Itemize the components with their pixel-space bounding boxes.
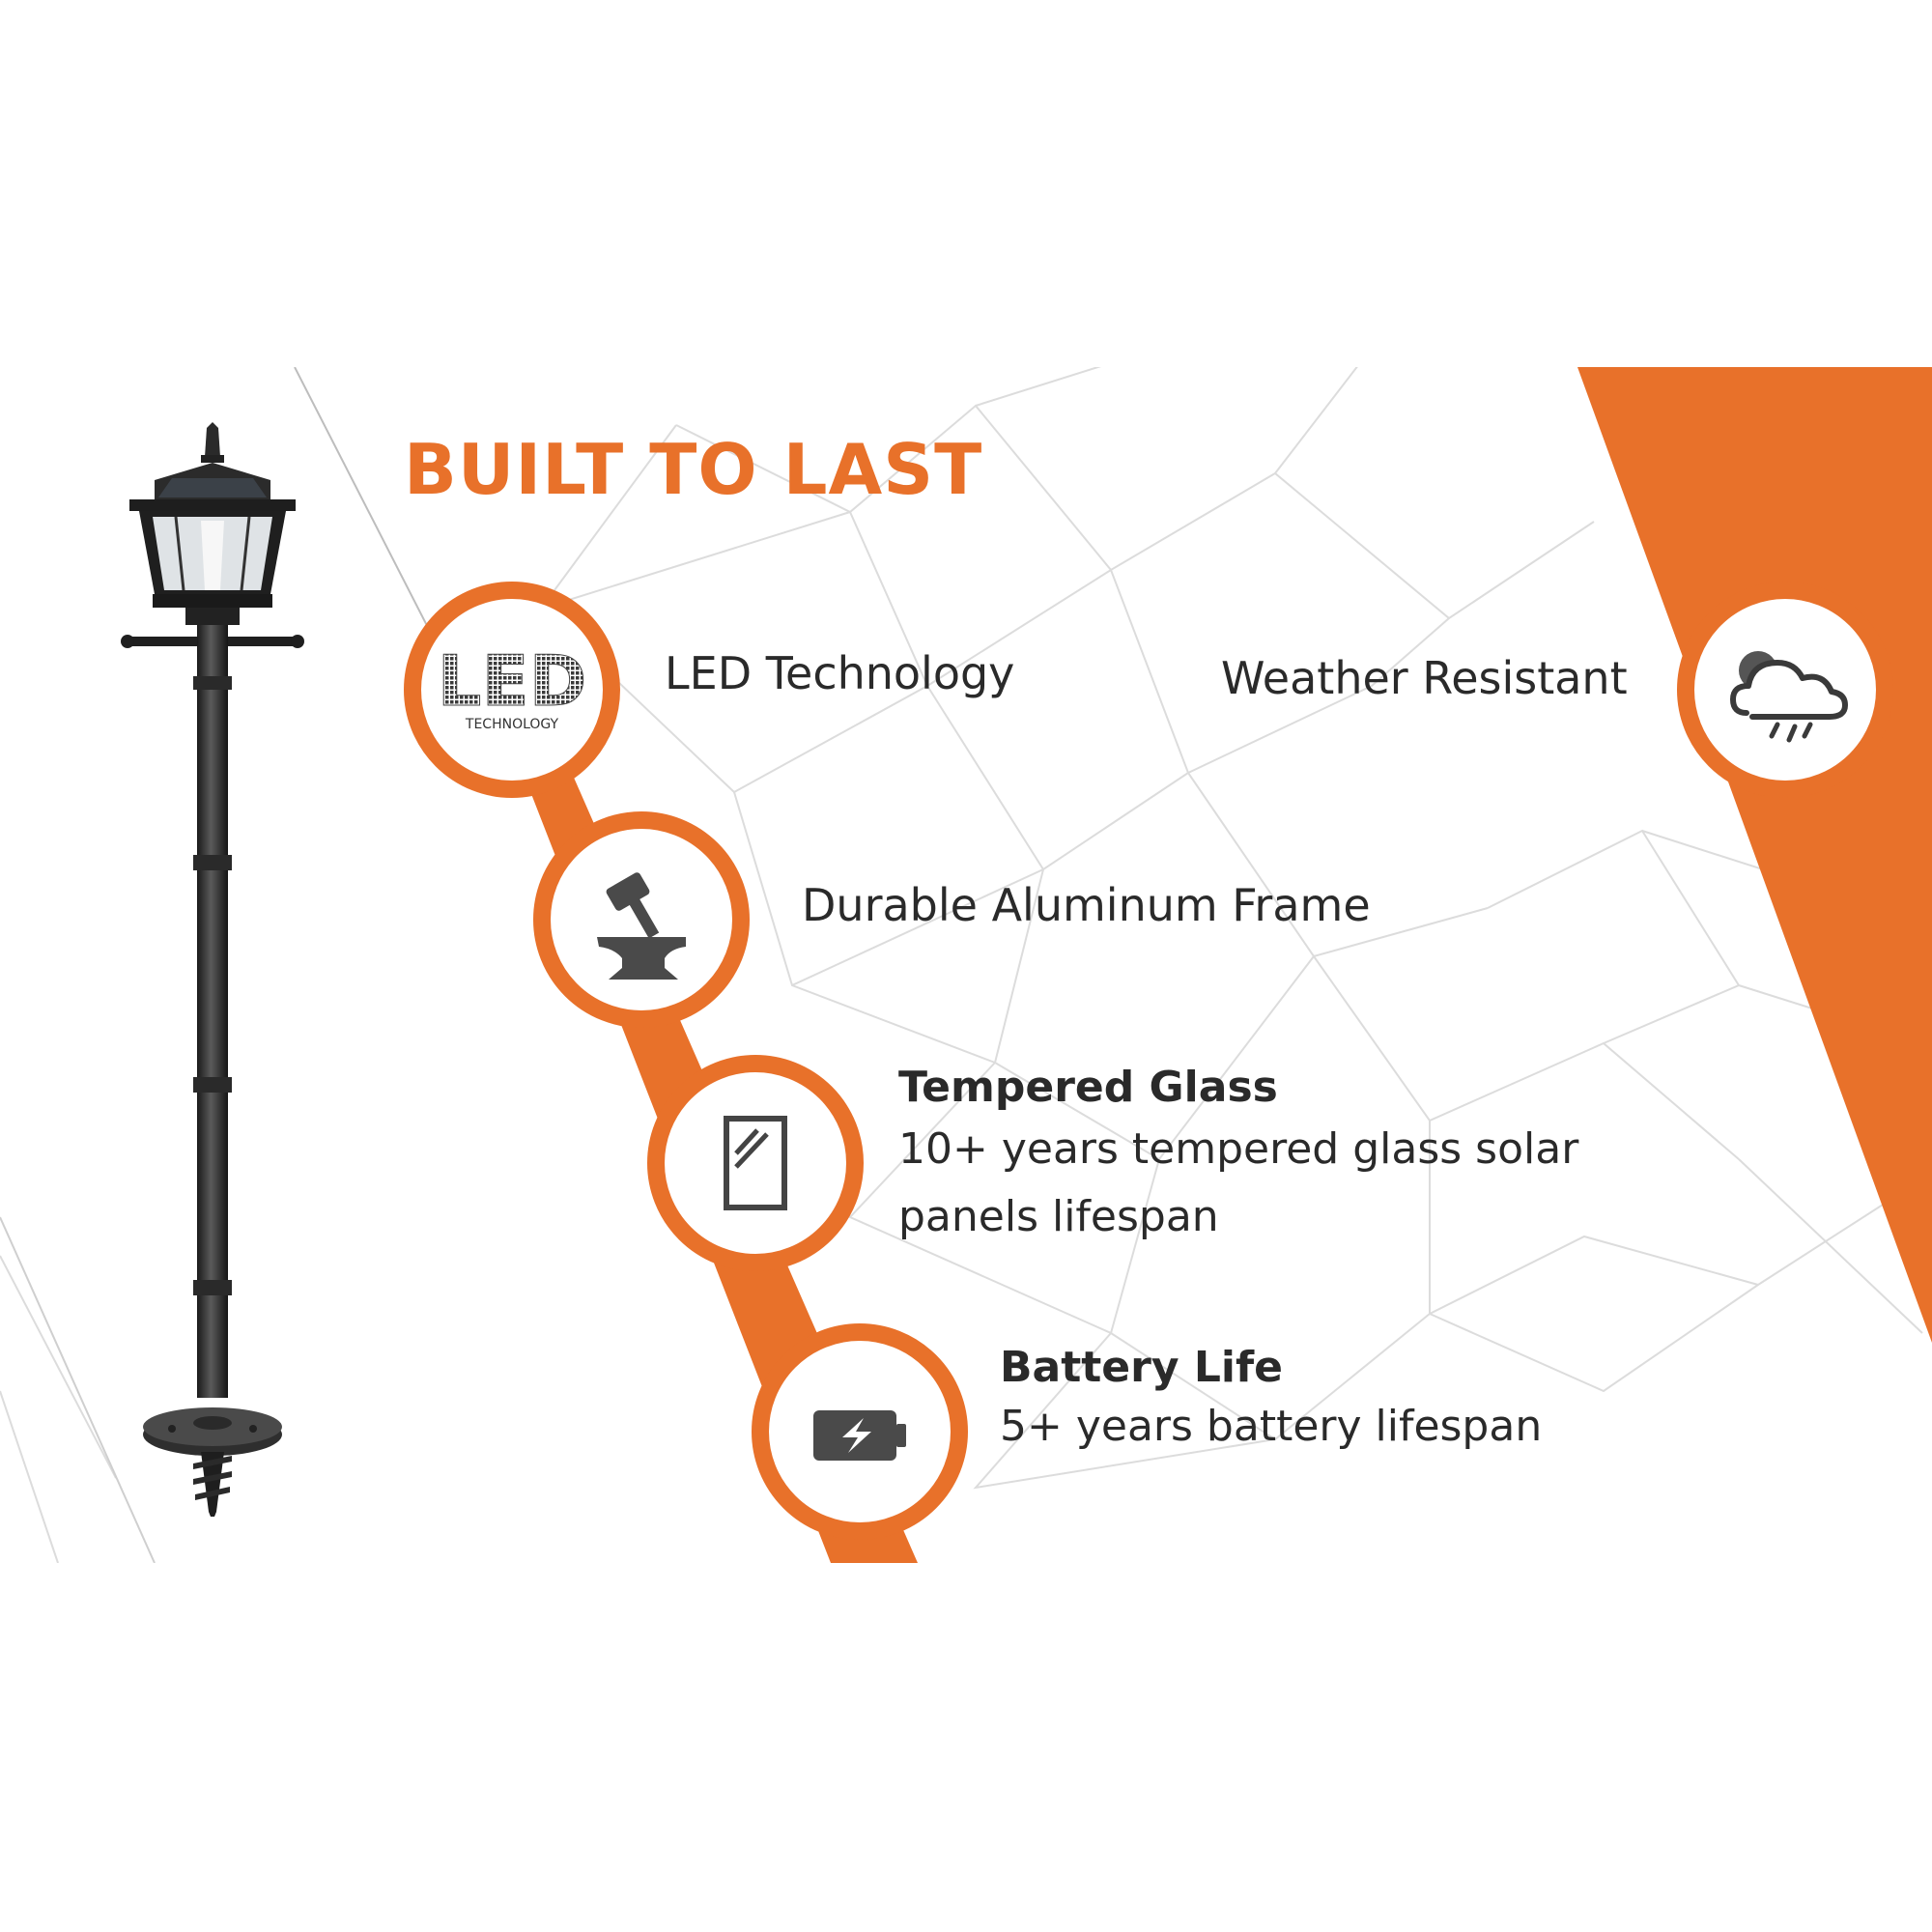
feature-battery-title: Battery Life [1000, 1343, 1283, 1392]
feature-glass-title: Tempered Glass [898, 1063, 1278, 1112]
weather-badge [1677, 582, 1893, 798]
feature-led-label: LED Technology [665, 647, 1015, 699]
feature-glass-description: 10+ years tempered glass solar panels li… [898, 1124, 1579, 1241]
cloud-rain-icon [1730, 651, 1848, 743]
led-badge: LED TECHNOLOGY [404, 582, 620, 798]
page-title: BUILT TO LAST [404, 429, 983, 510]
feature-weather-label: Weather Resistant [1221, 652, 1628, 704]
led-technology-icon: LED TECHNOLOGY [437, 640, 587, 733]
battery-charging-icon [813, 1410, 906, 1461]
lamp-post-image [121, 422, 304, 1517]
feature-banner: BUILT TO LAST LED TECHNOLOGY LED Technol… [0, 367, 1932, 1563]
hammer-anvil-icon [597, 872, 686, 980]
glass-badge [647, 1055, 864, 1271]
glass-pane-icon [724, 1116, 787, 1210]
feature-battery-description: 5+ years battery lifespan [1000, 1402, 1543, 1451]
battery-badge [752, 1323, 968, 1540]
svg-text:LED: LED [438, 640, 587, 722]
svg-text:TECHNOLOGY: TECHNOLOGY [465, 717, 559, 732]
feature-frame-label: Durable Aluminum Frame [802, 879, 1371, 931]
frame-badge [533, 811, 750, 1028]
